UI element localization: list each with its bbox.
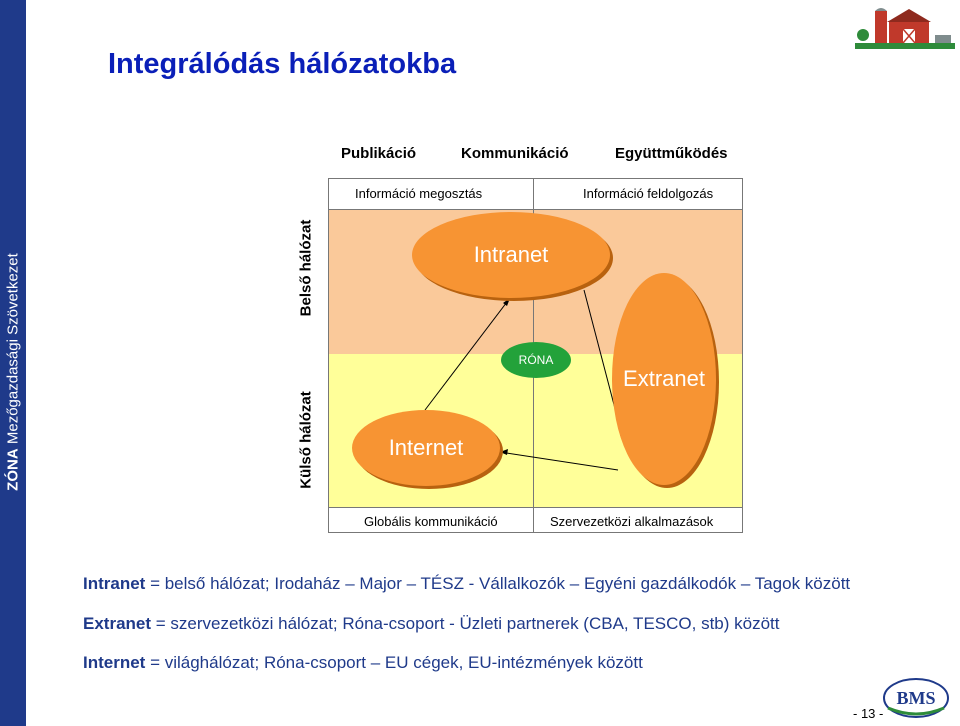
bms-logo-text: BMS <box>896 688 935 708</box>
label-szervezetkozi-alkalmazasok: Szervezetközi alkalmazások <box>550 514 714 529</box>
definition-extranet: Extranet = szervezetközi hálózat; Róna-c… <box>83 614 779 634</box>
definition-separator: = <box>145 574 165 593</box>
definition-term: Intranet <box>83 574 146 593</box>
arrow-head-intranet <box>503 298 510 306</box>
definition-text: világhálózat; Róna-csoport – EU cégek, E… <box>164 653 643 672</box>
bms-logo-icon: BMS <box>883 678 949 718</box>
label-belso-halozat: Belső hálózat <box>297 219 315 317</box>
label-informacio-megosztas: Információ megosztás <box>355 186 483 201</box>
header-kommunikacio: Kommunikáció <box>461 145 569 162</box>
label-kulso-halozat: Külső hálózat <box>297 391 315 489</box>
definition-term: Extranet <box>83 614 152 633</box>
definition-text: belső hálózat; Irodaház – Major – TÉSZ -… <box>164 574 851 593</box>
header-publikacio: Publikáció <box>341 145 417 162</box>
definition-intranet: Intranet = belső hálózat; Irodaház – Maj… <box>83 574 850 594</box>
label-informacio-feldolgozas: Információ feldolgozás <box>583 186 714 201</box>
definition-separator: = <box>151 614 171 633</box>
sidebar: ZÓNA Mezőgazdasági Szövetkezet <box>0 0 26 726</box>
label-globalis-kommunikacio: Globális kommunikáció <box>364 514 498 529</box>
definition-text: szervezetközi hálózat; Róna-csoport - Üz… <box>170 614 780 633</box>
definition-term: Internet <box>83 653 146 672</box>
arrow-extranet-internet <box>499 451 619 471</box>
page-number: - 13 - <box>853 706 884 721</box>
definition-internet: Internet = világhálózat; Róna-csoport – … <box>83 653 643 673</box>
page-title: Integrálódás hálózatokba <box>108 48 457 80</box>
internet-node: Internet <box>352 410 500 486</box>
arrow-internet-intranet <box>424 297 511 411</box>
intranet-node: Intranet <box>412 212 610 298</box>
rona-node: RÓNA <box>501 342 571 378</box>
definition-separator: = <box>145 653 165 672</box>
barn-logo-icon <box>855 8 955 49</box>
arrow-head-internet <box>500 449 508 455</box>
header-egyuttmukodes: Együttműködés <box>615 145 728 162</box>
extranet-node: Extranet <box>612 273 716 485</box>
